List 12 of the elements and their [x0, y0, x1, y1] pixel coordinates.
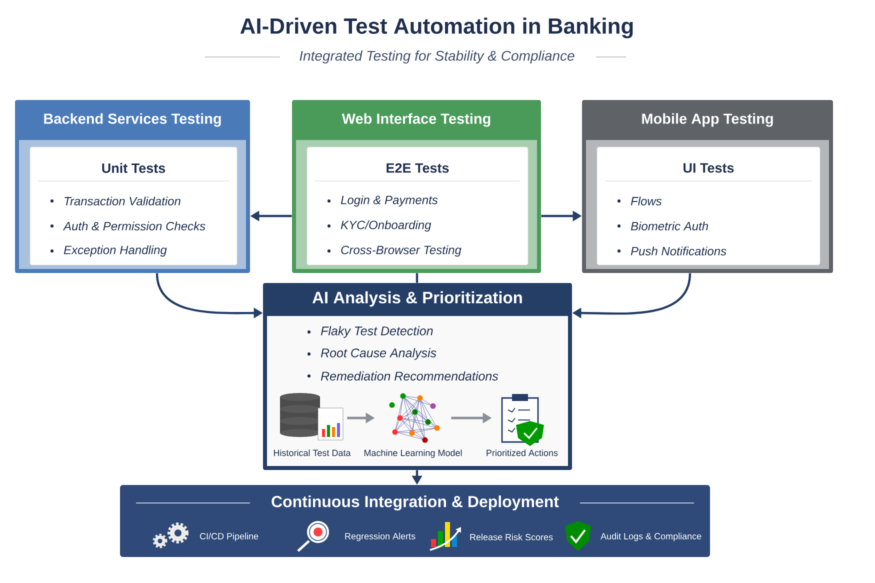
subtitle: Integrated Testing for Stability & Compliance	[300, 50, 574, 64]
card: Unit Tests Transaction Validation Auth & Permission Checks Exception Handling	[30, 146, 238, 266]
card: E2E Tests Login & Payments KYC/Onboarding Cross-Browser Testing	[306, 146, 528, 266]
item-label: CI/CD Pipeline	[200, 532, 258, 542]
title: AI-Driven Test Automation in Banking	[240, 18, 633, 38]
item-label: Audit Logs & Compliance	[600, 532, 702, 542]
card: UI Tests Flows Biometric Auth Push Notifications	[596, 146, 820, 266]
icon-caption: Prioritized Actions	[486, 449, 558, 456]
icon-caption: Historical Test Data	[274, 449, 351, 456]
item-label: Release Risk Scores	[470, 534, 553, 540]
icon-caption: Machine Learning Model	[364, 449, 462, 458]
item-label: Regression Alerts	[345, 532, 416, 542]
